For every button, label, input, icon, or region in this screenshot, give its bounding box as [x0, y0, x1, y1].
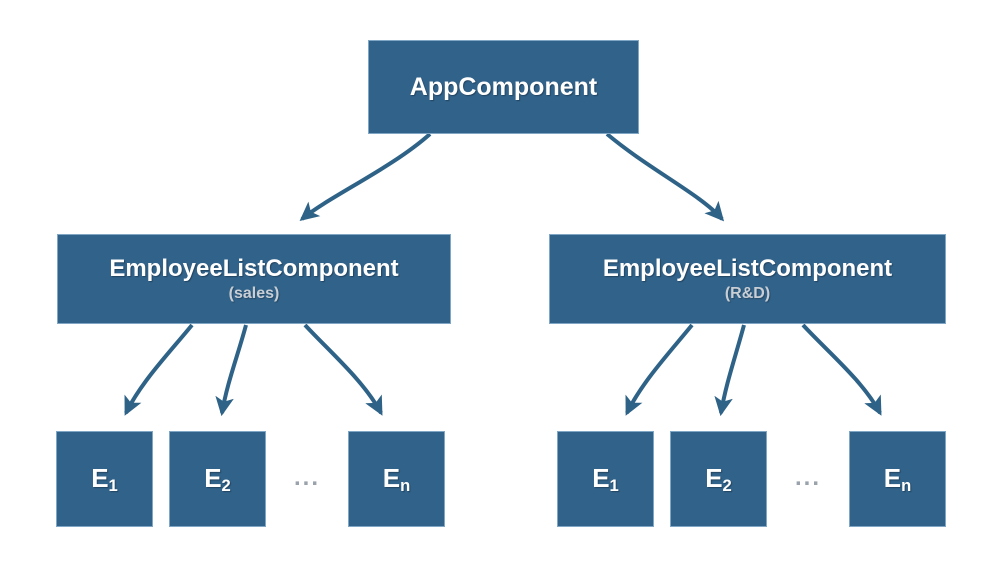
node-employee-sales-1-label: E1	[91, 463, 118, 496]
employee-index: 1	[108, 476, 118, 496]
node-employee-list-rnd-sublabel: (R&D)	[724, 284, 771, 302]
arrow-rnd-to-e1	[625, 323, 694, 416]
node-employee-sales-n[interactable]: En	[348, 431, 445, 527]
employee-index: 1	[609, 476, 619, 496]
arrow-sales-to-en	[303, 323, 383, 416]
node-employee-rnd-2[interactable]: E2	[670, 431, 767, 527]
employee-letter: E	[382, 463, 401, 494]
arrow-sales-to-e1	[124, 323, 194, 416]
node-employee-rnd-1[interactable]: E1	[557, 431, 654, 527]
employee-index: 2	[722, 476, 732, 496]
employee-index: 2	[221, 476, 231, 496]
node-employee-list-sales-label: EmployeeListComponent	[109, 254, 399, 282]
node-employee-list-rnd[interactable]: EmployeeListComponent (R&D)	[549, 234, 946, 324]
arrow-sales-to-e2	[215, 324, 248, 417]
arrow-app-to-sales	[299, 132, 432, 221]
employee-index: n	[400, 476, 411, 496]
arrow-rnd-to-e2	[714, 324, 746, 417]
node-employee-list-sales[interactable]: EmployeeListComponent (sales)	[57, 234, 451, 324]
node-employee-rnd-n[interactable]: En	[849, 431, 946, 527]
node-employee-sales-n-label: En	[382, 463, 411, 496]
employee-letter: E	[705, 463, 723, 494]
node-employee-rnd-2-label: E2	[705, 463, 732, 496]
employee-letter: E	[592, 463, 610, 494]
node-employee-rnd-1-label: E1	[592, 463, 619, 496]
node-app-component-label: AppComponent	[409, 72, 598, 101]
employee-letter: E	[91, 463, 109, 494]
node-employee-list-sales-sublabel: (sales)	[228, 284, 280, 302]
ellipsis-rnd: ...	[794, 464, 821, 491]
employee-letter: E	[204, 463, 222, 494]
node-app-component[interactable]: AppComponent	[368, 40, 639, 134]
node-employee-rnd-n-label: En	[883, 463, 912, 496]
employee-letter: E	[883, 463, 902, 494]
node-employee-sales-2[interactable]: E2	[169, 431, 266, 527]
ellipsis-sales: ...	[293, 464, 320, 491]
arrow-app-to-rnd	[605, 132, 725, 222]
node-employee-sales-1[interactable]: E1	[56, 431, 153, 527]
arrow-rnd-to-en	[801, 323, 882, 416]
node-employee-list-rnd-label: EmployeeListComponent	[602, 254, 893, 282]
node-employee-sales-2-label: E2	[204, 463, 231, 496]
employee-index: n	[901, 476, 912, 496]
